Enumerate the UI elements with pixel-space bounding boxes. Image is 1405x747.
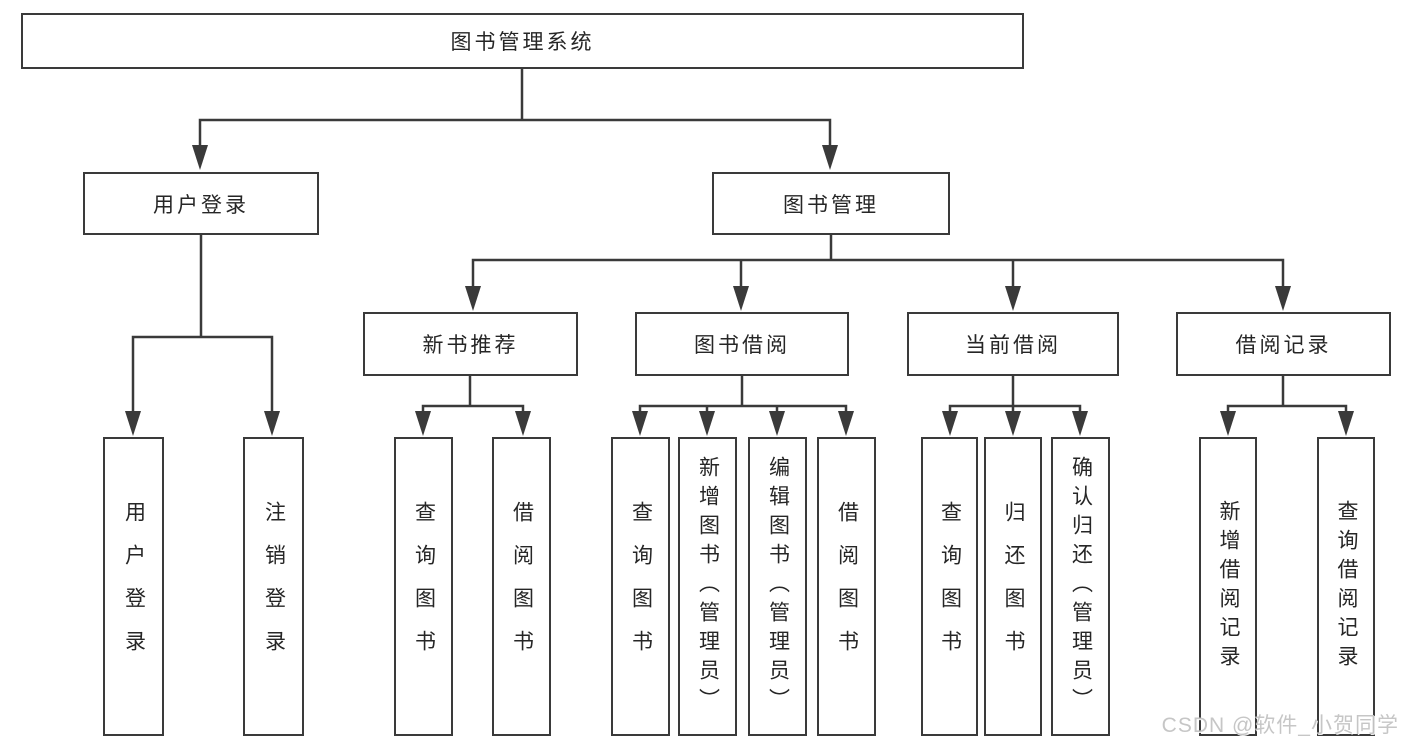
leaf-query-books-recommend: 查询图书: [394, 437, 453, 736]
node-user-login-label: 用户登录: [153, 193, 249, 217]
leaf-add-book-admin-label: 新增图书（管理员）: [696, 456, 720, 717]
node-root-label: 图书管理系统: [450, 31, 595, 54]
node-book-management: 图书管理: [712, 172, 950, 235]
leaf-add-borrow-record-label: 新增借阅记录: [1217, 499, 1240, 674]
leaf-borrow-books-label: 借阅图书: [835, 500, 859, 673]
leaf-user-login: 用户登录: [103, 437, 164, 736]
node-book-borrow: 图书借阅: [635, 312, 849, 376]
leaf-borrow-books-recommend: 借阅图书: [492, 437, 551, 736]
node-user-login: 用户登录: [83, 172, 319, 235]
leaf-return-books: 归还图书: [984, 437, 1042, 736]
leaf-query-borrow-record: 查询借阅记录: [1317, 437, 1375, 736]
leaf-query-books-borrow-label: 查询图书: [629, 500, 653, 673]
node-new-book-recommend-label: 新书推荐: [422, 334, 519, 357]
leaf-logout-label: 注销登录: [262, 500, 286, 673]
watermark-text: CSDN @软件_小贺同学: [1161, 714, 1399, 737]
node-borrow-records-label: 借阅记录: [1235, 334, 1332, 357]
leaf-borrow-books-recommend-label: 借阅图书: [510, 500, 534, 673]
arrowheads: [125, 145, 1354, 436]
leaf-edit-book-admin-label: 编辑图书（管理员）: [766, 456, 790, 717]
leaf-query-books-recommend-label: 查询图书: [412, 500, 436, 673]
node-root: 图书管理系统: [21, 13, 1024, 69]
leaf-query-books-current-label: 查询图书: [938, 500, 962, 673]
leaf-query-books-current: 查询图书: [921, 437, 978, 736]
node-current-borrow: 当前借阅: [907, 312, 1119, 376]
leaf-borrow-books: 借阅图书: [817, 437, 876, 736]
node-book-management-label: 图书管理: [783, 193, 879, 217]
node-borrow-records: 借阅记录: [1176, 312, 1391, 376]
leaf-return-books-label: 归还图书: [1002, 500, 1025, 673]
leaf-logout: 注销登录: [243, 437, 304, 736]
node-new-book-recommend: 新书推荐: [363, 312, 578, 376]
leaf-query-books-borrow: 查询图书: [611, 437, 670, 736]
leaf-confirm-return-admin: 确认归还（管理员）: [1051, 437, 1110, 736]
leaf-confirm-return-admin-label: 确认归还（管理员）: [1069, 456, 1093, 717]
leaf-add-book-admin: 新增图书（管理员）: [678, 437, 737, 736]
leaf-query-borrow-record-label: 查询借阅记录: [1335, 499, 1358, 674]
leaf-user-login-label: 用户登录: [122, 500, 146, 673]
leaf-edit-book-admin: 编辑图书（管理员）: [748, 437, 807, 736]
node-current-borrow-label: 当前借阅: [965, 334, 1061, 357]
leaf-add-borrow-record: 新增借阅记录: [1199, 437, 1257, 736]
node-book-borrow-label: 图书借阅: [694, 334, 790, 357]
